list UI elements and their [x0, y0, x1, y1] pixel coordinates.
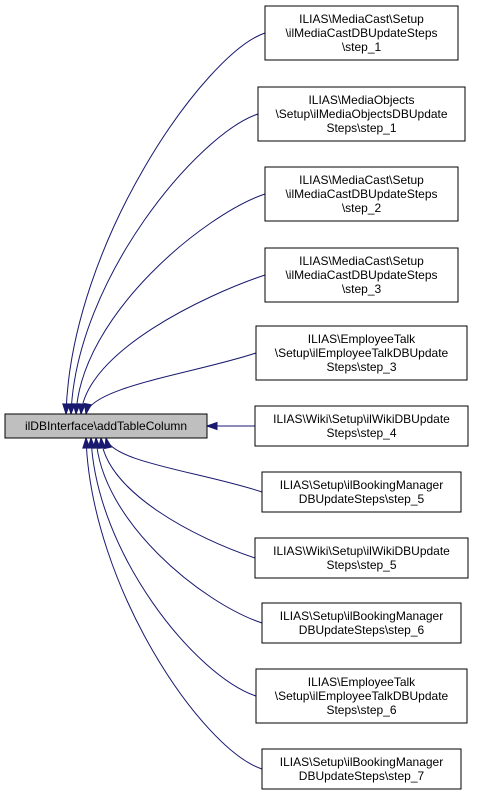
caller-node-3-line-3: \step_2	[342, 201, 382, 215]
edge-3	[75, 193, 266, 415]
arrowhead-5	[83, 402, 93, 416]
arrowhead-8	[97, 436, 107, 449]
caller-node-6[interactable]: ILIAS\Wiki\Setup\ilWikiDBUpdateSteps\ste…	[254, 405, 469, 447]
arrowhead-2	[67, 403, 76, 416]
caller-node-10-line-1: ILIAS\EmployeeTalk	[308, 675, 416, 689]
caller-node-2-line-2: \Setup\ilMediaObjectsDBUpdate	[275, 107, 447, 121]
caller-node-10[interactable]: ILIAS\EmployeeTalk\Setup\ilEmployeeTalkD…	[255, 668, 468, 724]
caller-node-11-line-1: ILIAS\Setup\ilBookingManager	[280, 755, 443, 769]
caller-node-11[interactable]: ILIAS\Setup\ilBookingManagerDBUpdateStep…	[261, 748, 462, 790]
caller-node-2-line-1: ILIAS\MediaObjects	[308, 93, 414, 107]
arrowhead-6	[205, 421, 218, 431]
caller-node-3[interactable]: ILIAS\MediaCast\Setup\ilMediaCastDBUpdat…	[264, 166, 459, 222]
root-node[interactable]: ilDBInterface\addTableColumn	[4, 413, 208, 439]
caller-node-4-line-3: \step_3	[342, 282, 382, 296]
caller-node-5-line-1: ILIAS\EmployeeTalk	[308, 332, 416, 346]
caller-node-5-line-2: \Setup\ilEmployeeTalkDBUpdate	[275, 346, 449, 360]
caller-node-9-line-1: ILIAS\Setup\ilBookingManager	[280, 609, 443, 623]
caller-node-1-line-2: \ilMediaCastDBUpdateSteps	[285, 26, 437, 40]
edge-5	[85, 352, 257, 415]
arrowhead-10	[87, 436, 96, 449]
edge-4	[80, 274, 266, 415]
caller-node-2[interactable]: ILIAS\MediaObjects\Setup\ilMediaObjectsD…	[257, 86, 466, 142]
caller-node-1-line-1: ILIAS\MediaCast\Setup	[299, 12, 424, 26]
edge-10	[90, 437, 257, 697]
arrowhead-1	[62, 403, 71, 416]
edge-11	[85, 437, 263, 770]
caller-node-9-line-2: DBUpdateSteps\step_6	[299, 623, 425, 637]
root-node-label: ilDBInterface\addTableColumn	[25, 419, 187, 433]
arrowhead-3	[72, 403, 81, 416]
caller-node-5-line-3: Steps\step_3	[326, 360, 396, 374]
caller-node-7-line-2: DBUpdateSteps\step_5	[299, 492, 425, 506]
edge-8	[100, 437, 256, 559]
edges	[62, 32, 266, 770]
nodes: ilDBInterface\addTableColumn ILIAS\MediaC…	[4, 5, 469, 790]
caller-node-1[interactable]: ILIAS\MediaCast\Setup\ilMediaCastDBUpdat…	[264, 5, 459, 61]
caller-node-4-line-1: ILIAS\MediaCast\Setup	[299, 254, 424, 268]
caller-node-8-line-2: Steps\step_5	[326, 558, 396, 572]
caller-node-10-line-2: \Setup\ilEmployeeTalkDBUpdate	[275, 689, 449, 703]
caller-node-1-line-3: \step_1	[342, 40, 382, 54]
caller-node-6-line-1: ILIAS\Wiki\Setup\ilWikiDBUpdate	[273, 412, 450, 426]
arrowhead-4	[77, 403, 87, 416]
caller-node-3-line-2: \ilMediaCastDBUpdateSteps	[285, 187, 437, 201]
arrowhead-7	[103, 436, 113, 450]
caller-node-8[interactable]: ILIAS\Wiki\Setup\ilWikiDBUpdateSteps\ste…	[254, 537, 469, 579]
caller-node-11-line-2: DBUpdateSteps\step_7	[299, 769, 425, 783]
caller-node-7-line-1: ILIAS\Setup\ilBookingManager	[280, 478, 443, 492]
caller-node-9[interactable]: ILIAS\Setup\ilBookingManagerDBUpdateStep…	[261, 602, 462, 644]
caller-node-7[interactable]: ILIAS\Setup\ilBookingManagerDBUpdateStep…	[261, 471, 462, 513]
edge-9	[95, 437, 263, 624]
caller-node-10-line-3: Steps\step_6	[326, 703, 396, 717]
arrowhead-9	[92, 436, 101, 449]
caller-node-8-line-1: ILIAS\Wiki\Setup\ilWikiDBUpdate	[273, 544, 450, 558]
arrowhead-11	[82, 436, 91, 449]
edge-2	[70, 113, 259, 415]
caller-node-4-line-2: \ilMediaCastDBUpdateSteps	[285, 268, 437, 282]
edge-7	[105, 437, 263, 493]
caller-node-3-line-1: ILIAS\MediaCast\Setup	[299, 173, 424, 187]
edge-1	[65, 32, 266, 415]
caller-node-4[interactable]: ILIAS\MediaCast\Setup\ilMediaCastDBUpdat…	[264, 247, 459, 303]
caller-node-2-line-3: Steps\step_1	[326, 121, 396, 135]
caller-node-6-line-2: Steps\step_4	[326, 426, 396, 440]
caller-node-5[interactable]: ILIAS\EmployeeTalk\Setup\ilEmployeeTalkD…	[255, 325, 468, 381]
